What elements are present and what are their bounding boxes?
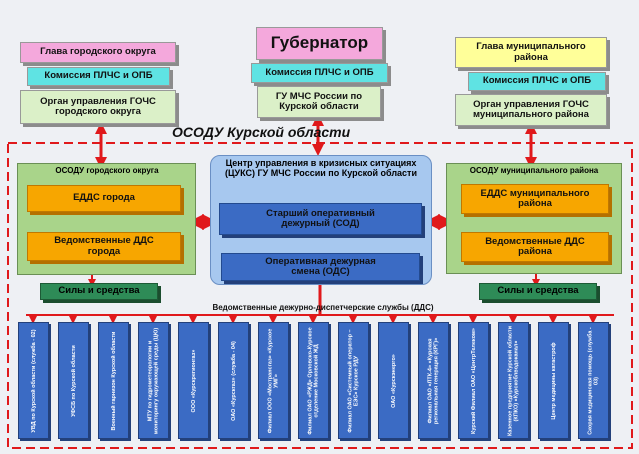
service-box: Военный гарнизон Курской области xyxy=(98,322,129,439)
forces-city: Силы и средства xyxy=(40,283,158,300)
service-box: ООО «Курскрегионгаз» xyxy=(178,322,209,439)
service-box: Курский Филиал ОАО «ЦентрТелеком» xyxy=(458,322,489,439)
commission-region: Комиссия ПЛЧС и ОПБ xyxy=(251,63,388,83)
agency-municipal: Орган управления ГОЧС муниципального рай… xyxy=(455,94,607,126)
service-box: ОАО «Курскэнерго» xyxy=(378,322,409,439)
edds-city: ЕДДС города xyxy=(27,185,181,212)
left-panel-title: ОСОДУ городского округа xyxy=(55,166,159,175)
governor: Губернатор xyxy=(256,27,383,60)
dds-municipal: Ведомственные ДДС района xyxy=(461,232,609,262)
head-city-district: Глава городского округа xyxy=(20,42,176,63)
agency-region: ГУ МЧС России по Курской области xyxy=(257,86,381,118)
right-panel-title: ОСОДУ муниципального района xyxy=(469,166,599,175)
service-box: Скорая медицинская помощь (служба - 03) xyxy=(578,322,609,439)
head-municipal-district: Глава муниципального района xyxy=(455,37,607,68)
service-box: УВД по Курской области (служба - 02) xyxy=(18,322,49,439)
cuks-title: Центр управления в кризисных ситуациях (… xyxy=(224,158,418,179)
service-box: Казенное предприятие Курской области (КП… xyxy=(498,322,529,439)
services-title: Ведомственные дежурно-диспетчерские служ… xyxy=(212,303,434,312)
forces-municipal: Силы и средства xyxy=(479,283,597,300)
service-box: Филиал ОАО «Системный оператор – ЕЭС» Ку… xyxy=(338,322,369,439)
agency-city: Орган управления ГОЧС городского округа xyxy=(20,90,176,124)
service-box: Филиал ОАО «РЖД» Орловско-Курское отделе… xyxy=(298,322,329,439)
service-box: Филиал ООО «Мострансгаз» «Курское УМГ» xyxy=(258,322,289,439)
service-arrows xyxy=(29,315,597,324)
commission-municipal: Комиссия ПЛЧС и ОПБ xyxy=(468,72,606,91)
duty-shift: Оперативная дежурная смена (ОДС) xyxy=(221,253,420,281)
service-box: УФСБ по Курской области xyxy=(58,322,89,439)
commission-city: Комиссия ПЛЧС и ОПБ xyxy=(27,67,170,86)
service-box: Филиал ОАО «ЛТК-4» «Курская региональная… xyxy=(418,322,449,439)
senior-duty-officer: Старший оперативный дежурный (СОД) xyxy=(219,203,422,235)
edds-municipal: ЕДДС муниципального района xyxy=(461,184,609,214)
service-box: Центр медицины катастроф xyxy=(538,322,569,439)
service-box: ОАО «Курскгаз» (служба - 04) xyxy=(218,322,249,439)
dds-city: Ведомственные ДДС города xyxy=(27,232,181,261)
system-title: ОСОДУ Курской области xyxy=(172,124,351,140)
service-box: МТУ по гидрометеорологии и мониторингу о… xyxy=(138,322,169,439)
